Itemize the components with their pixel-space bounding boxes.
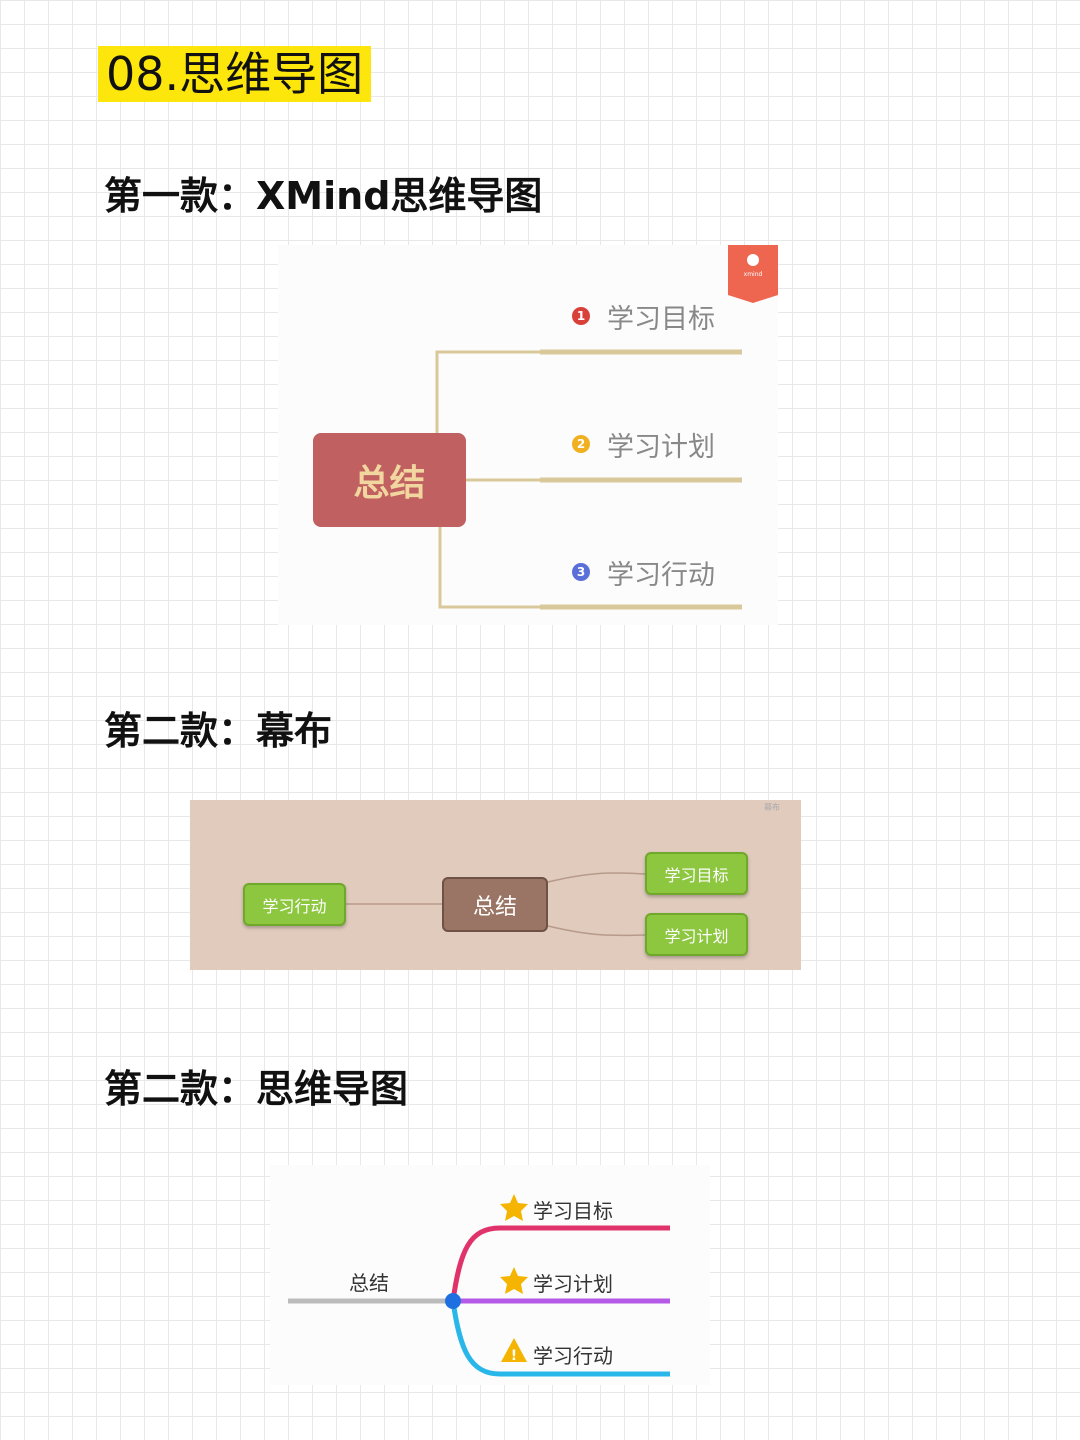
star-icon xyxy=(500,1267,528,1294)
warning-icon: ! xyxy=(501,1338,527,1364)
section-heading-mubu: 第二款：幕布 xyxy=(104,709,333,753)
mindmap-branch[interactable]: 学习目标 xyxy=(533,1199,613,1223)
section-heading-mindmap: 第二款：思维导图 xyxy=(104,1067,409,1111)
mindmap-branch[interactable]: 学习行动 xyxy=(533,1344,613,1368)
mubu-center-node[interactable]: 总结 xyxy=(442,877,548,932)
priority-1-icon: 1 xyxy=(572,307,590,325)
section-heading-xmind: 第一款：XMind思维导图 xyxy=(104,174,543,218)
mubu-watermark: 幕布 xyxy=(764,803,780,812)
priority-3-icon: 3 xyxy=(572,563,590,581)
xmind-connectors: xmind xyxy=(435,245,778,610)
svg-text:xmind: xmind xyxy=(744,271,763,278)
xmind-branch[interactable]: 学习目标 xyxy=(607,304,715,335)
xmind-logo-ribbon: xmind xyxy=(728,245,778,303)
xmind-branch[interactable]: 学习行动 xyxy=(607,560,715,591)
page-title: 08.思维导图 xyxy=(98,46,372,102)
xmind-branch[interactable]: 学习计划 xyxy=(607,432,715,463)
mubu-node[interactable]: 学习行动 xyxy=(243,883,346,926)
mubu-connectors xyxy=(346,872,646,937)
svg-text:!: ! xyxy=(511,1348,517,1364)
mubu-node[interactable]: 学习目标 xyxy=(645,852,748,895)
mindmap-branch[interactable]: 学习计划 xyxy=(533,1272,613,1296)
mindmap-card xyxy=(270,1165,710,1385)
star-icon xyxy=(500,1194,528,1221)
mindmap-center-node[interactable]: 总结 xyxy=(349,1271,389,1295)
mubu-node[interactable]: 学习计划 xyxy=(645,913,748,956)
mindmap-connectors: ! xyxy=(288,1194,670,1377)
priority-2-icon: 2 xyxy=(572,435,590,453)
xmind-center-node[interactable]: 总结 xyxy=(313,433,466,527)
